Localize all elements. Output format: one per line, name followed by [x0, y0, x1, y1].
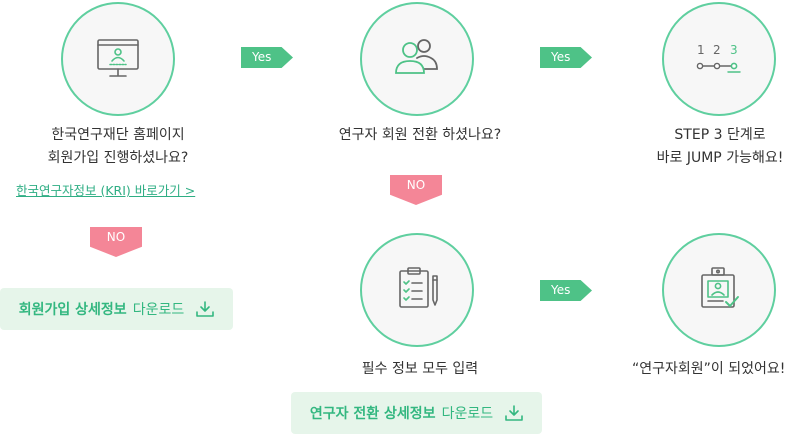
step-convert-line1: 연구자 회원 전환 하셨나요? — [338, 127, 502, 143]
step-3-caption: STEP 3 단계로 바로 JUMP 가능해요! — [620, 124, 800, 170]
step-required-circle — [360, 233, 474, 347]
svg-text:2: 2 — [713, 43, 721, 57]
step-signup-line1: 한국연구재단 홈페이지 — [51, 127, 185, 143]
kri-link[interactable]: 한국연구자정보 (KRI) 바로가기 > — [16, 183, 196, 198]
step-3-circle: 1 2 3 — [662, 2, 776, 116]
step-convert-caption: 연구자 회원 전환 하셨나요? — [310, 124, 530, 147]
step-done-line1: “연구자회원”이 되었어요! — [632, 361, 786, 377]
no-arrow-2: NO — [390, 175, 442, 205]
convert-detail-download-button[interactable]: 연구자 전환 상세정보 다운로드 — [291, 392, 542, 434]
computer-user-icon — [97, 39, 139, 77]
download-icon — [196, 301, 215, 317]
step-done-caption: “연구자회원”이 되었어요! — [616, 358, 800, 381]
convert-detail-label: 연구자 전환 상세정보 — [309, 406, 436, 422]
step-signup-circle — [61, 2, 175, 116]
clipboard-checklist-icon — [399, 267, 438, 308]
step-signup-caption: 한국연구재단 홈페이지 회원가입 진행하셨나요? — [18, 124, 218, 170]
step-required-caption: 필수 정보 모두 입력 — [310, 358, 530, 381]
step-signup-line2: 회원가입 진행하셨나요? — [47, 150, 189, 166]
step-3-line1: STEP 3 단계로 — [674, 127, 766, 143]
signup-detail-label: 회원가입 상세정보 — [18, 302, 127, 318]
steps-123-icon: 1 2 3 — [696, 43, 741, 73]
yes-arrow-2: Yes — [540, 47, 592, 68]
no-arrow-1: NO — [90, 227, 142, 257]
download-icon — [505, 405, 523, 421]
yes-arrow-1: Yes — [241, 47, 293, 68]
yes-arrow-3: Yes — [540, 280, 592, 301]
users-icon — [395, 39, 438, 74]
signup-detail-download-text: 다운로드 — [132, 302, 185, 318]
step-3-line2: 바로 JUMP 가능해요! — [656, 150, 784, 166]
id-card-check-icon — [701, 267, 739, 308]
step-convert-circle — [360, 2, 474, 116]
step-done-circle — [662, 233, 776, 347]
svg-text:3: 3 — [730, 43, 738, 57]
convert-detail-download-text: 다운로드 — [441, 406, 494, 422]
svg-text:1: 1 — [697, 43, 705, 57]
signup-detail-download-button[interactable]: 회원가입 상세정보 다운로드 — [0, 288, 233, 330]
step-required-line1: 필수 정보 모두 입력 — [361, 361, 479, 377]
